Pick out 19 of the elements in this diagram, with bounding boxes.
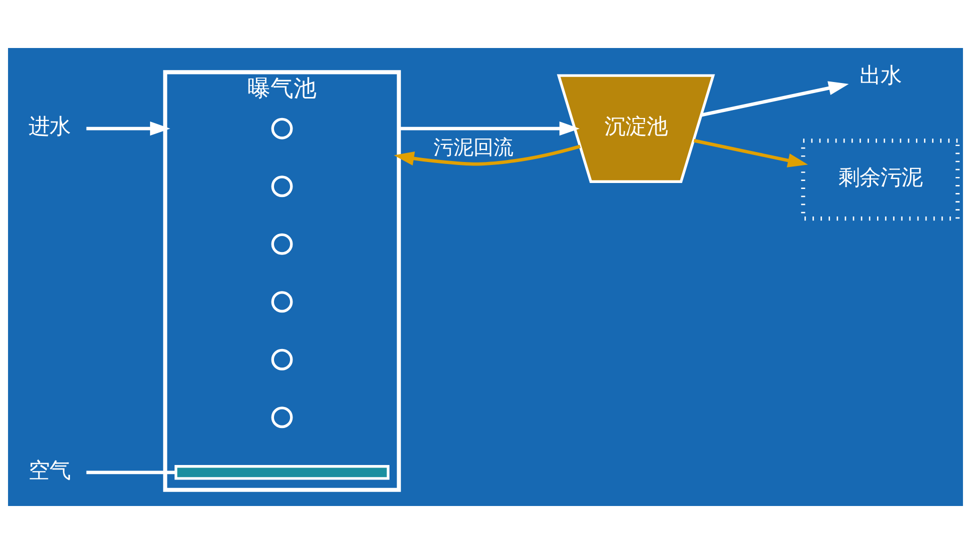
arrow: [398, 121, 580, 136]
node-circle: [271, 406, 293, 428]
node-circle: [271, 348, 293, 370]
arrow: [694, 138, 808, 167]
cluster: 曝气池: [163, 70, 401, 492]
node-circle: [271, 290, 293, 312]
connector: [86, 470, 176, 474]
node-bar: [174, 464, 390, 480]
node-circle: [271, 232, 293, 254]
arrow: [394, 144, 581, 166]
node-text: 进水: [28, 114, 71, 140]
node-text: 出水: [859, 63, 902, 88]
node-box: 剩余污泥: [801, 138, 960, 220]
node-circle: [271, 175, 293, 197]
arrow: [701, 80, 849, 116]
node-text: 空气: [28, 458, 71, 484]
arrow: [86, 121, 170, 136]
edge-label: 污泥回流: [433, 134, 514, 159]
node-circle: [271, 117, 293, 139]
